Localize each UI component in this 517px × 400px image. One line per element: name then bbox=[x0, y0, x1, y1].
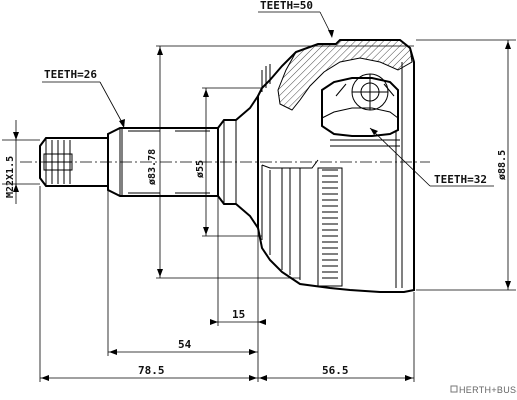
label-dia-neck: ø55 bbox=[195, 160, 206, 178]
threaded-stub bbox=[39, 137, 109, 187]
dim-dia-neck bbox=[202, 87, 262, 237]
dim-thread bbox=[2, 120, 40, 204]
dim-dia-shaft bbox=[156, 45, 414, 279]
leader-teeth-top bbox=[258, 11, 334, 38]
dim-56-5 bbox=[258, 375, 414, 381]
brand-mark-icon bbox=[450, 385, 458, 393]
leader-teeth-right bbox=[369, 127, 494, 187]
label-dim-78-5: 78.5 bbox=[138, 364, 165, 377]
neck-taper bbox=[217, 92, 259, 232]
label-dim-56-5: 56.5 bbox=[322, 364, 349, 377]
brand-logo: HERTH+BUSS bbox=[450, 385, 517, 395]
dim-78-5 bbox=[40, 375, 258, 381]
dim-54 bbox=[108, 349, 258, 355]
label-dim-54: 54 bbox=[178, 338, 192, 351]
inner-race bbox=[321, 73, 400, 147]
label-teeth-top: TEETH=50 bbox=[260, 0, 313, 12]
extension-lines bbox=[39, 186, 415, 382]
label-thread: M22X1.5 bbox=[5, 156, 16, 198]
outer-housing bbox=[257, 39, 415, 293]
label-dia-shaft: ø83.78 bbox=[147, 149, 158, 185]
label-teeth-left: TEETH=26 bbox=[44, 68, 97, 81]
dim-dia-outer bbox=[416, 39, 516, 291]
dim-15 bbox=[210, 319, 266, 325]
label-dim-15: 15 bbox=[232, 308, 245, 321]
brand-name: HERTH+BUSS bbox=[459, 385, 517, 395]
label-teeth-right: TEETH=32 bbox=[434, 173, 487, 186]
label-dia-outer: ø88.5 bbox=[497, 150, 508, 180]
abs-ring bbox=[317, 167, 343, 287]
leader-teeth-left bbox=[42, 81, 125, 128]
